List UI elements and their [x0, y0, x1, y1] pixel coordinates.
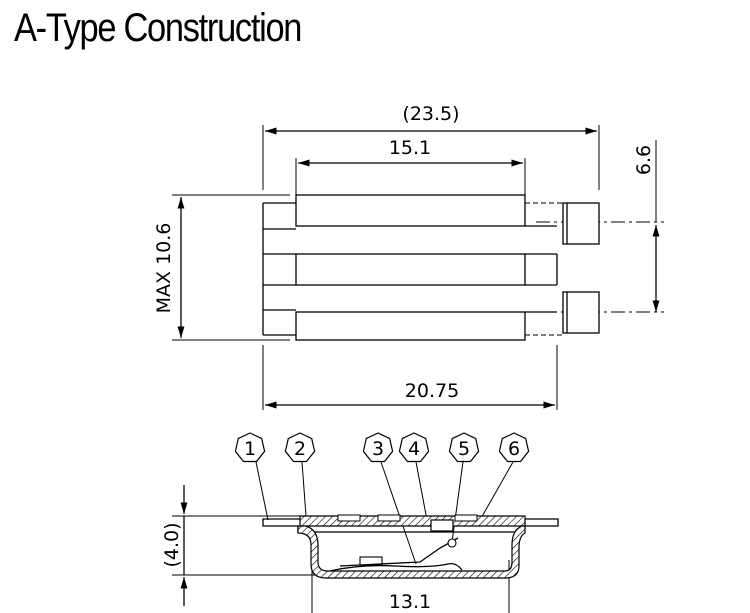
bar-top [295, 194, 526, 227]
dim-base-length: 20.75 [405, 380, 459, 402]
callout-4: 4 [398, 432, 430, 463]
callout-label: 4 [408, 438, 420, 460]
callout-label: 2 [294, 438, 306, 460]
dim-width: 13.1 [389, 591, 431, 613]
bar-bottom [295, 311, 526, 341]
housing-shell [297, 525, 526, 579]
callout-group: 1 2 3 4 5 6 [234, 432, 530, 463]
top-view: (23.5) 15.1 20.75 MAX 10.6 6.6 [153, 103, 664, 410]
dim-height: MAX 10.6 [153, 223, 175, 314]
section-view: 1 2 3 4 5 6 (4.0) 13.1 [161, 432, 559, 613]
callout-label: 6 [508, 438, 520, 460]
callout-heptagon [284, 432, 316, 463]
page-title: A-Type Construction [14, 6, 302, 50]
callout-label: 5 [458, 438, 470, 460]
dim-thickness: (4.0) [161, 522, 183, 567]
callout-label: 3 [372, 438, 384, 460]
callout-heptagon [498, 432, 530, 463]
callout-2: 2 [284, 432, 316, 463]
callout-label: 1 [244, 438, 256, 460]
callout-heptagon [398, 432, 430, 463]
terminal-top [562, 202, 600, 245]
bar-middle [295, 253, 526, 286]
dim-body-length: 15.1 [389, 137, 431, 159]
callout-heptagon [234, 432, 266, 463]
callout-1: 1 [234, 432, 266, 463]
dim-overall-length: (23.5) [402, 103, 459, 125]
callout-heptagon [448, 432, 480, 463]
callout-5: 5 [448, 432, 480, 463]
terminal-bottom [562, 291, 600, 334]
callout-heptagon [362, 432, 394, 463]
callout-3: 3 [362, 432, 394, 463]
dim-terminal-pitch: 6.6 [633, 145, 655, 175]
callout-6: 6 [498, 432, 530, 463]
